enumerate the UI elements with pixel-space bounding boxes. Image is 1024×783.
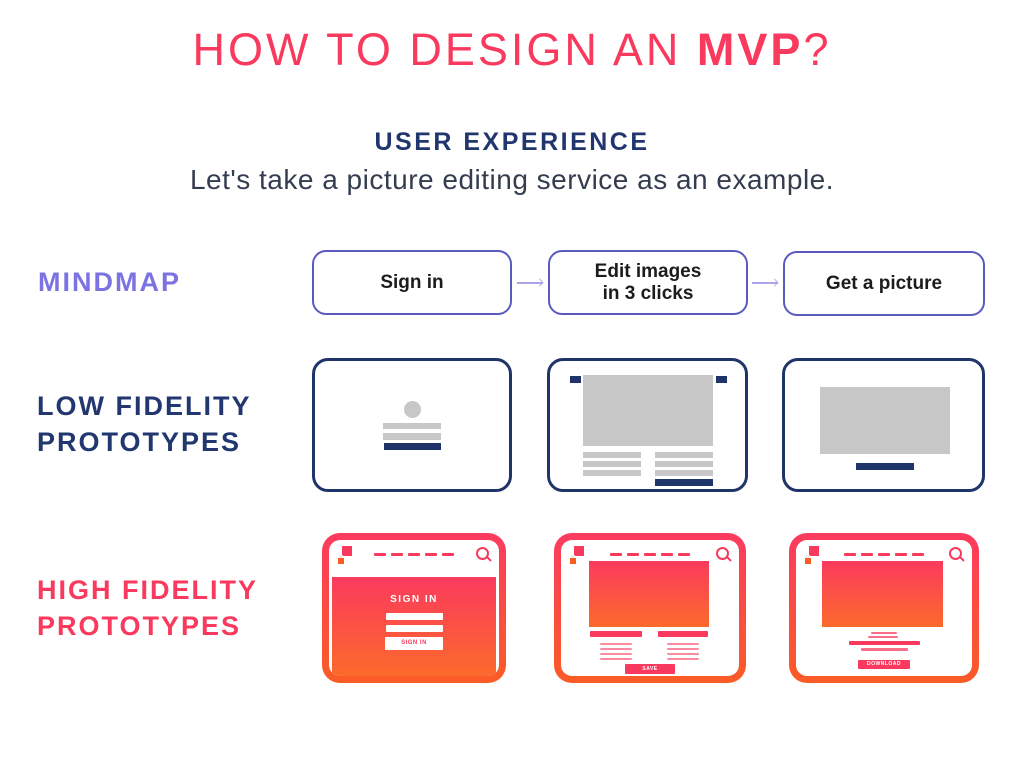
button-placeholder (856, 463, 914, 470)
mockup-result-screen: DOWNLOAD (789, 533, 979, 683)
mindmap-row-label: MINDMAP (38, 267, 181, 297)
sign-in-heading: SIGN IN (390, 594, 438, 605)
sign-in-button: SIGN IN (385, 637, 443, 650)
mindmap-node-label: Get a picture (825, 272, 943, 294)
text-line (667, 643, 699, 645)
search-icon (476, 547, 489, 560)
button-placeholder (655, 479, 713, 486)
sign-in-panel: SIGN IN SIGN IN (332, 577, 496, 676)
mindmap-node-sign-in: Sign in (312, 250, 512, 315)
download-button: DOWNLOAD (858, 660, 910, 669)
caption-bar (849, 641, 920, 645)
wireframe-result (782, 358, 985, 492)
username-field-placeholder (385, 613, 443, 620)
text-line (667, 658, 699, 660)
screen-body: DOWNLOAD (796, 540, 972, 676)
image-placeholder (583, 375, 713, 446)
app-header (561, 540, 739, 570)
wireframe-editor (547, 358, 748, 492)
section-tagline: Let's take a picture editing service as … (189, 164, 835, 195)
text-line-placeholder (583, 470, 641, 476)
search-icon (716, 547, 729, 560)
screen-body: SIGN IN SIGN IN (329, 540, 499, 676)
arrow-right-icon (752, 282, 778, 284)
section-heading: USER EXPERIENCE (374, 128, 650, 156)
logo-icon (805, 546, 820, 565)
app-header (329, 540, 499, 570)
image-placeholder (820, 387, 950, 454)
text-line-placeholder (655, 461, 713, 467)
arrow-right-icon (517, 282, 543, 284)
text-line (600, 653, 632, 655)
text-line (667, 648, 699, 650)
save-button: SAVE (625, 664, 675, 674)
search-icon (949, 547, 962, 560)
text-line (667, 653, 699, 655)
nav-placeholder-left (570, 376, 581, 383)
menu-dashes-icon (374, 553, 454, 556)
high-fidelity-row-label: HIGH FIDELITY PROTOTYPES (37, 572, 258, 644)
text-line-placeholder (655, 470, 713, 476)
screen-body: SAVE (561, 540, 739, 676)
wireframe-sign-in (312, 358, 512, 492)
text-line (600, 648, 632, 650)
logo-icon (570, 546, 585, 565)
photo-image (589, 561, 709, 627)
text-line (600, 658, 632, 660)
menu-dashes-icon (610, 553, 690, 556)
app-header (796, 540, 972, 570)
logo-icon (338, 546, 353, 565)
title-highlight: MVP (696, 24, 804, 75)
text-line (600, 643, 632, 645)
mindmap-node-label: Sign in (380, 271, 444, 293)
caption-bar (590, 631, 642, 637)
input-placeholder (383, 432, 441, 440)
avatar-placeholder (403, 400, 421, 418)
wireframe-content (315, 361, 509, 489)
photo-image (822, 561, 943, 627)
text-line-placeholder (583, 452, 641, 458)
text-line-placeholder (583, 461, 641, 467)
menu-dashes-icon (844, 553, 924, 556)
text-line-placeholder (655, 452, 713, 458)
title-suffix: ? (803, 24, 832, 75)
low-fidelity-row-label: LOW FIDELITY PROTOTYPES (37, 388, 251, 460)
nav-placeholder-right (716, 376, 727, 383)
input-placeholder (383, 422, 441, 429)
text-line (871, 632, 897, 634)
button-placeholder (383, 442, 441, 450)
high-fidelity-label-line2: PROTOTYPES (37, 611, 242, 641)
mindmap-node-label: Edit images in 3 clicks (594, 260, 702, 304)
password-field-placeholder (385, 625, 443, 632)
mindmap-node-edit-images: Edit images in 3 clicks (548, 250, 748, 315)
low-fidelity-label-line1: LOW FIDELITY (37, 391, 252, 421)
text-line (868, 636, 898, 638)
caption-bar (658, 631, 708, 637)
mockup-editor-screen: SAVE (554, 533, 746, 683)
text-line (861, 648, 908, 651)
low-fidelity-label-line2: PROTOTYPES (37, 427, 242, 457)
title-prefix: HOW TO DESIGN AN (192, 24, 697, 75)
mindmap-node-get-picture: Get a picture (783, 251, 985, 316)
page-title: HOW TO DESIGN AN MVP? (0, 24, 1024, 76)
high-fidelity-label-line1: HIGH FIDELITY (37, 575, 258, 605)
mockup-sign-in-screen: SIGN IN SIGN IN (322, 533, 506, 683)
